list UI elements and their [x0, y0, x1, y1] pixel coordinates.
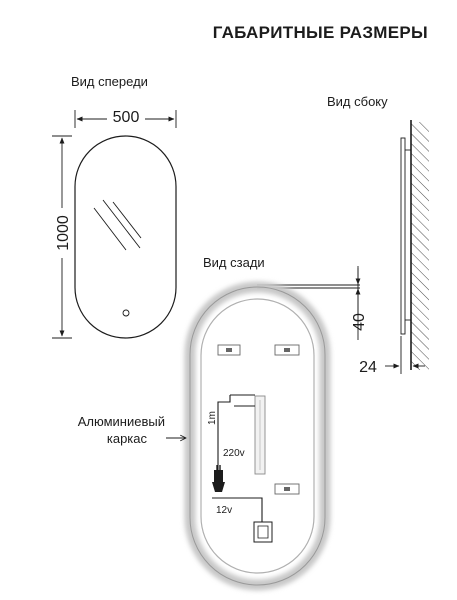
depth-value: 40 [351, 313, 368, 331]
front-view-label: Вид спереди [71, 74, 148, 89]
height-dimension: 1000 [52, 135, 72, 339]
mirror-reflection-lines [93, 199, 142, 251]
side-view-label: Вид сбоку [327, 94, 388, 109]
back-panel-inner [200, 298, 315, 574]
gap-dimension: 24 [359, 336, 425, 376]
output-voltage-label: 12v [216, 505, 232, 516]
frame-callout: Алюминиевый каркас [78, 414, 186, 446]
wall-hatching [411, 122, 429, 370]
output-cable [212, 497, 263, 522]
gap-value: 24 [359, 359, 377, 376]
back-view: Вид сзади 1m 220v 12v [184, 255, 331, 591]
side-view: Вид сбоку 40 24 [257, 94, 429, 376]
page-title: ГАБАРИТНЫЕ РАЗМЕРЫ [213, 23, 428, 42]
width-value: 500 [113, 109, 140, 126]
height-value: 1000 [55, 215, 72, 251]
mains-voltage-label: 220v [223, 448, 245, 459]
back-view-label: Вид сзади [203, 255, 265, 270]
mirror-back-outline [189, 286, 326, 586]
cable-length-label: 1m [207, 411, 218, 425]
touch-sensor-icon [122, 309, 130, 317]
front-view: Вид спереди 500 1000 [52, 74, 177, 339]
depth-dimension: 40 [257, 266, 368, 340]
power-plug-icon [212, 465, 225, 492]
frame-label-line2: каркас [107, 431, 148, 446]
frame-label-line1: Алюминиевый [78, 414, 165, 429]
width-dimension: 500 [74, 108, 177, 128]
power-cable [217, 394, 255, 470]
mirror-side-profile [400, 137, 406, 335]
mirror-front-outline [74, 135, 177, 339]
led-driver-box [253, 521, 273, 543]
mounting-brackets [217, 344, 300, 495]
